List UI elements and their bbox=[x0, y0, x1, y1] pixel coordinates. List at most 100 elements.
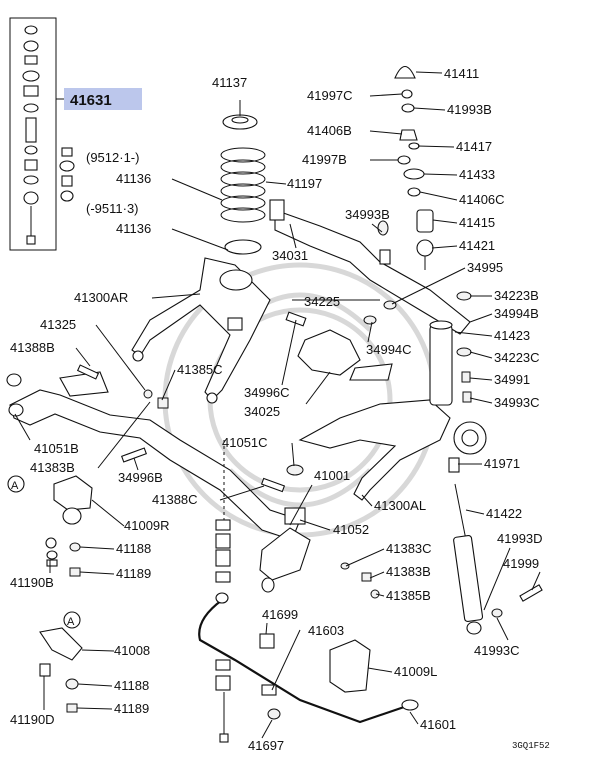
leader-34991 bbox=[469, 377, 493, 381]
part-label-41197[interactable]: 41197 bbox=[287, 176, 322, 191]
part-label-41051C[interactable]: 41051C bbox=[222, 435, 268, 450]
leader-41052 bbox=[299, 519, 331, 531]
part-label-34993C[interactable]: 34993C bbox=[494, 395, 540, 410]
toe-arm bbox=[39, 627, 83, 661]
part-label-41190B[interactable]: 41190B bbox=[10, 575, 54, 590]
shock-absorber-lower bbox=[453, 483, 484, 635]
part-label-34994B[interactable]: 34994B bbox=[494, 306, 539, 321]
part-label-41993D[interactable]: 41993D bbox=[497, 531, 543, 546]
hardware-items bbox=[39, 220, 543, 720]
part-label-41422[interactable]: 41422 bbox=[486, 506, 522, 521]
leader-41300AL bbox=[361, 494, 373, 507]
leader-34994C bbox=[367, 321, 373, 343]
part-label-41300AR[interactable]: 41300AR bbox=[74, 290, 128, 305]
highlighted-part-number[interactable]: 41631 bbox=[70, 92, 112, 109]
leader-41136a bbox=[171, 178, 223, 201]
leader-34031 bbox=[289, 223, 297, 249]
part-label-34993B[interactable]: 34993B bbox=[345, 207, 390, 222]
part-label-41406C[interactable]: 41406C bbox=[459, 192, 505, 207]
part-label-41188a[interactable]: 41188 bbox=[116, 541, 151, 556]
leader-41406C bbox=[419, 191, 458, 201]
part-label-41008[interactable]: 41008 bbox=[114, 643, 150, 658]
leader-41197 bbox=[265, 181, 287, 185]
part-label-41417[interactable]: 41417 bbox=[456, 139, 492, 154]
svg-text:A: A bbox=[11, 480, 19, 492]
part-label-41052[interactable]: 41052 bbox=[333, 522, 369, 537]
part-label-41189a[interactable]: 41189 bbox=[116, 566, 151, 581]
callout-A-toe: A bbox=[63, 611, 81, 629]
part-label-34994C[interactable]: 34994C bbox=[366, 342, 412, 357]
part-label-34996C[interactable]: 34996C bbox=[244, 385, 290, 400]
part-label-41383B_l[interactable]: 41383B bbox=[30, 460, 75, 475]
part-label-41423[interactable]: 41423 bbox=[494, 328, 530, 343]
diff-mount bbox=[297, 329, 393, 381]
part-label-41697[interactable]: 41697 bbox=[248, 738, 284, 753]
part-label-34223B[interactable]: 34223B bbox=[494, 288, 539, 303]
part-label-41421[interactable]: 41421 bbox=[459, 238, 495, 253]
part-label-41415[interactable]: 41415 bbox=[459, 215, 495, 230]
leader-41388B bbox=[75, 347, 91, 367]
leader-41188a bbox=[79, 546, 115, 550]
part-label-41300AL[interactable]: 41300AL bbox=[374, 498, 426, 513]
part-label-41001[interactable]: 41001 bbox=[314, 468, 350, 483]
leader-34996B bbox=[133, 457, 139, 471]
part-label-41997B[interactable]: 41997B bbox=[302, 152, 347, 167]
part-label-41009R[interactable]: 41009R bbox=[124, 518, 170, 533]
part-label-34991[interactable]: 34991 bbox=[494, 372, 530, 387]
leader-34994B bbox=[469, 313, 493, 323]
leader-41383B_r bbox=[369, 571, 385, 579]
part-label-41406B[interactable]: 41406B bbox=[307, 123, 352, 138]
part-label-41137[interactable]: 41137 bbox=[212, 75, 247, 90]
leader-41411 bbox=[415, 71, 443, 74]
part-label-41993B[interactable]: 41993B bbox=[447, 102, 492, 117]
part-label-34025[interactable]: 34025 bbox=[244, 404, 280, 419]
part-label-41325[interactable]: 41325 bbox=[40, 317, 76, 332]
part-label-41993C[interactable]: 41993C bbox=[474, 643, 520, 658]
part-label-41190D[interactable]: 41190D bbox=[10, 712, 55, 727]
leader-lines bbox=[14, 71, 541, 739]
drawing-code: 3GQ1F52 bbox=[512, 741, 550, 751]
leader-41993C bbox=[496, 617, 509, 641]
stack-bracket bbox=[9, 17, 64, 251]
part-label-41136b[interactable]: 41136 bbox=[116, 221, 151, 236]
leader-41993B bbox=[413, 107, 446, 111]
part-label-41385B[interactable]: 41385B bbox=[386, 588, 431, 603]
part-label-41388C[interactable]: 41388C bbox=[152, 492, 198, 507]
leader-41008 bbox=[81, 649, 115, 652]
stabilizer-bar bbox=[198, 592, 419, 724]
part-label-41971[interactable]: 41971 bbox=[484, 456, 520, 471]
leader-41423 bbox=[454, 331, 493, 337]
part-label-41388B[interactable]: 41388B bbox=[10, 340, 55, 355]
part-label-41385C[interactable]: 41385C bbox=[177, 362, 223, 377]
leader-41601 bbox=[409, 711, 419, 725]
part-label-34225[interactable]: 34225 bbox=[304, 294, 340, 309]
crossmember bbox=[269, 199, 471, 335]
bracket-41009R bbox=[53, 475, 93, 525]
part-label-41009L[interactable]: 41009L bbox=[394, 664, 437, 679]
leader-34223C bbox=[469, 351, 493, 359]
part-label-41383C[interactable]: 41383C bbox=[386, 541, 432, 556]
leader-41189b bbox=[76, 707, 113, 710]
part-label-41188b[interactable]: 41188 bbox=[114, 678, 149, 693]
part-label-34223C[interactable]: 34223C bbox=[494, 350, 540, 365]
shock-absorber-upper bbox=[429, 320, 453, 406]
part-label-41051B[interactable]: 41051B bbox=[34, 441, 79, 456]
part-label-41411[interactable]: 41411 bbox=[444, 66, 479, 81]
leader-41300AR bbox=[151, 293, 201, 299]
part-label-41189b[interactable]: 41189 bbox=[114, 701, 149, 716]
leader-41009R bbox=[91, 499, 125, 527]
part-label-34996B[interactable]: 34996B bbox=[118, 470, 163, 485]
part-label-41997C_a[interactable]: 41997C bbox=[307, 88, 353, 103]
leader-41997C_a bbox=[369, 93, 403, 97]
part-label-41383B_r[interactable]: 41383B bbox=[386, 564, 431, 579]
leader-41699 bbox=[265, 622, 268, 635]
part-label-41603[interactable]: 41603 bbox=[308, 623, 344, 638]
part-label-41999[interactable]: 41999 bbox=[503, 556, 539, 571]
part-label-34031[interactable]: 34031 bbox=[272, 248, 308, 263]
part-label-41601[interactable]: 41601 bbox=[420, 717, 456, 732]
part-label-41433[interactable]: 41433 bbox=[459, 167, 495, 182]
part-label-34995[interactable]: 34995 bbox=[467, 260, 503, 275]
part-label-41136a[interactable]: 41136 bbox=[116, 171, 151, 186]
part-label-41699[interactable]: 41699 bbox=[262, 607, 298, 622]
lower-arm-left bbox=[298, 399, 487, 501]
